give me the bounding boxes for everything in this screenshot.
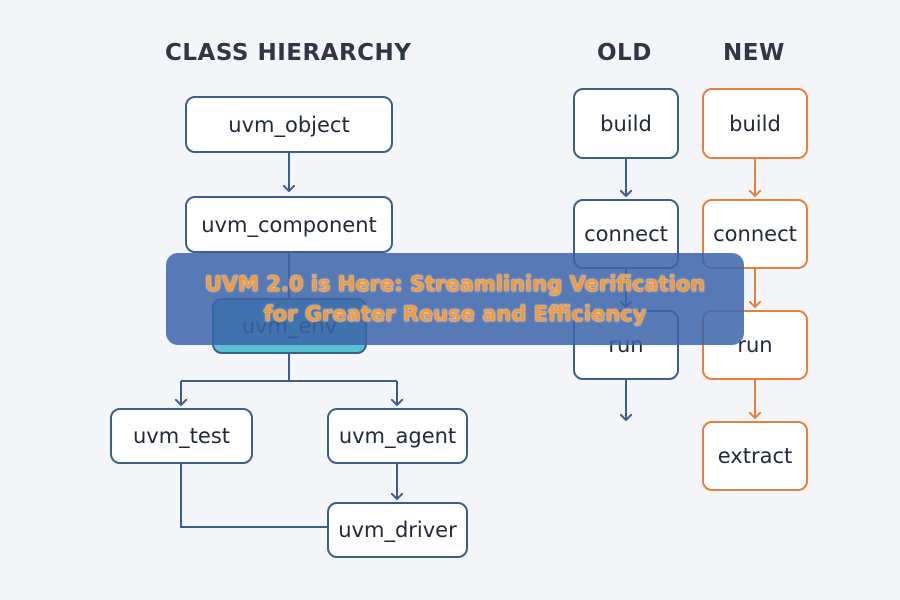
old-heading: OLD bbox=[597, 40, 652, 66]
old-step-build: build bbox=[573, 88, 679, 159]
node-uvm-driver: uvm_driver bbox=[327, 502, 468, 558]
hierarchy-heading: CLASS HIERARCHY bbox=[165, 40, 412, 66]
banner-line-2: for Greater Reuse and Efficiency bbox=[263, 302, 647, 326]
node-uvm-object: uvm_object bbox=[185, 96, 393, 153]
new-step-extract: extract bbox=[702, 421, 808, 491]
new-heading: NEW bbox=[723, 40, 785, 66]
new-step-build: build bbox=[702, 88, 808, 159]
banner-line-1: UVM 2.0 is Here: Streamlining Verificati… bbox=[204, 272, 706, 296]
line-test-to-driver bbox=[180, 464, 327, 528]
node-uvm-test: uvm_test bbox=[110, 408, 253, 464]
node-uvm-agent: uvm_agent bbox=[327, 408, 468, 464]
node-uvm-component: uvm_component bbox=[185, 196, 393, 253]
title-banner: UVM 2.0 is Here: Streamlining Verificati… bbox=[166, 253, 744, 345]
